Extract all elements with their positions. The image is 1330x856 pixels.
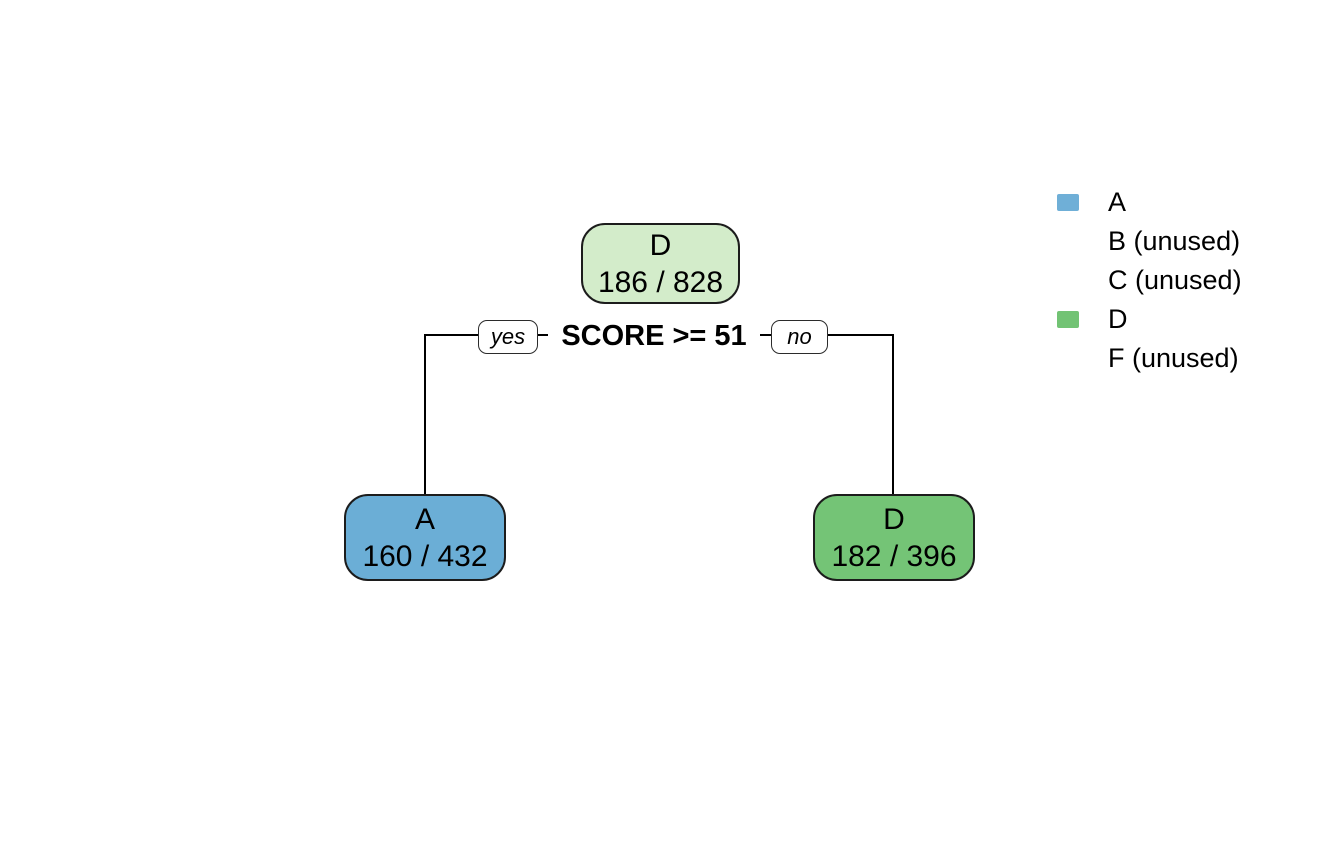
legend-item: D bbox=[1057, 300, 1242, 339]
no-branch-label: no bbox=[771, 320, 828, 354]
legend-swatch-c bbox=[1057, 272, 1079, 289]
legend-item: F (unused) bbox=[1057, 339, 1242, 378]
root-node-stats: 186 / 828 bbox=[597, 265, 724, 299]
legend-item-label: F (unused) bbox=[1108, 343, 1239, 373]
legend-item-label: C (unused) bbox=[1108, 265, 1242, 295]
branch-vertical-left bbox=[424, 334, 426, 495]
legend-item: C (unused) bbox=[1057, 261, 1242, 300]
branch-vertical-right bbox=[892, 334, 894, 495]
leaf-node-left: A 160 / 432 bbox=[344, 494, 506, 581]
legend-swatch-d bbox=[1057, 311, 1079, 328]
root-node: D 186 / 828 bbox=[581, 223, 740, 304]
leaf-node-left-class: A bbox=[414, 502, 435, 536]
legend-swatch-a bbox=[1057, 194, 1079, 211]
leaf-node-right-class: D bbox=[883, 502, 905, 536]
split-condition-label: SCORE >= 51 bbox=[548, 317, 760, 356]
legend-item: A bbox=[1057, 183, 1242, 222]
legend-item-label: D bbox=[1108, 304, 1128, 334]
leaf-node-right-stats: 182 / 396 bbox=[831, 539, 957, 573]
legend: A B (unused) C (unused) D F (unused) bbox=[1057, 183, 1242, 378]
leaf-node-right: D 182 / 396 bbox=[813, 494, 975, 581]
legend-item-label: B (unused) bbox=[1108, 226, 1241, 256]
root-node-class: D bbox=[649, 228, 672, 262]
legend-swatch-b bbox=[1057, 233, 1079, 250]
legend-swatch-f bbox=[1057, 350, 1079, 367]
legend-item-label: A bbox=[1108, 187, 1127, 217]
leaf-node-left-stats: 160 / 432 bbox=[362, 539, 488, 573]
yes-branch-label: yes bbox=[478, 320, 538, 354]
legend-item: B (unused) bbox=[1057, 222, 1242, 261]
